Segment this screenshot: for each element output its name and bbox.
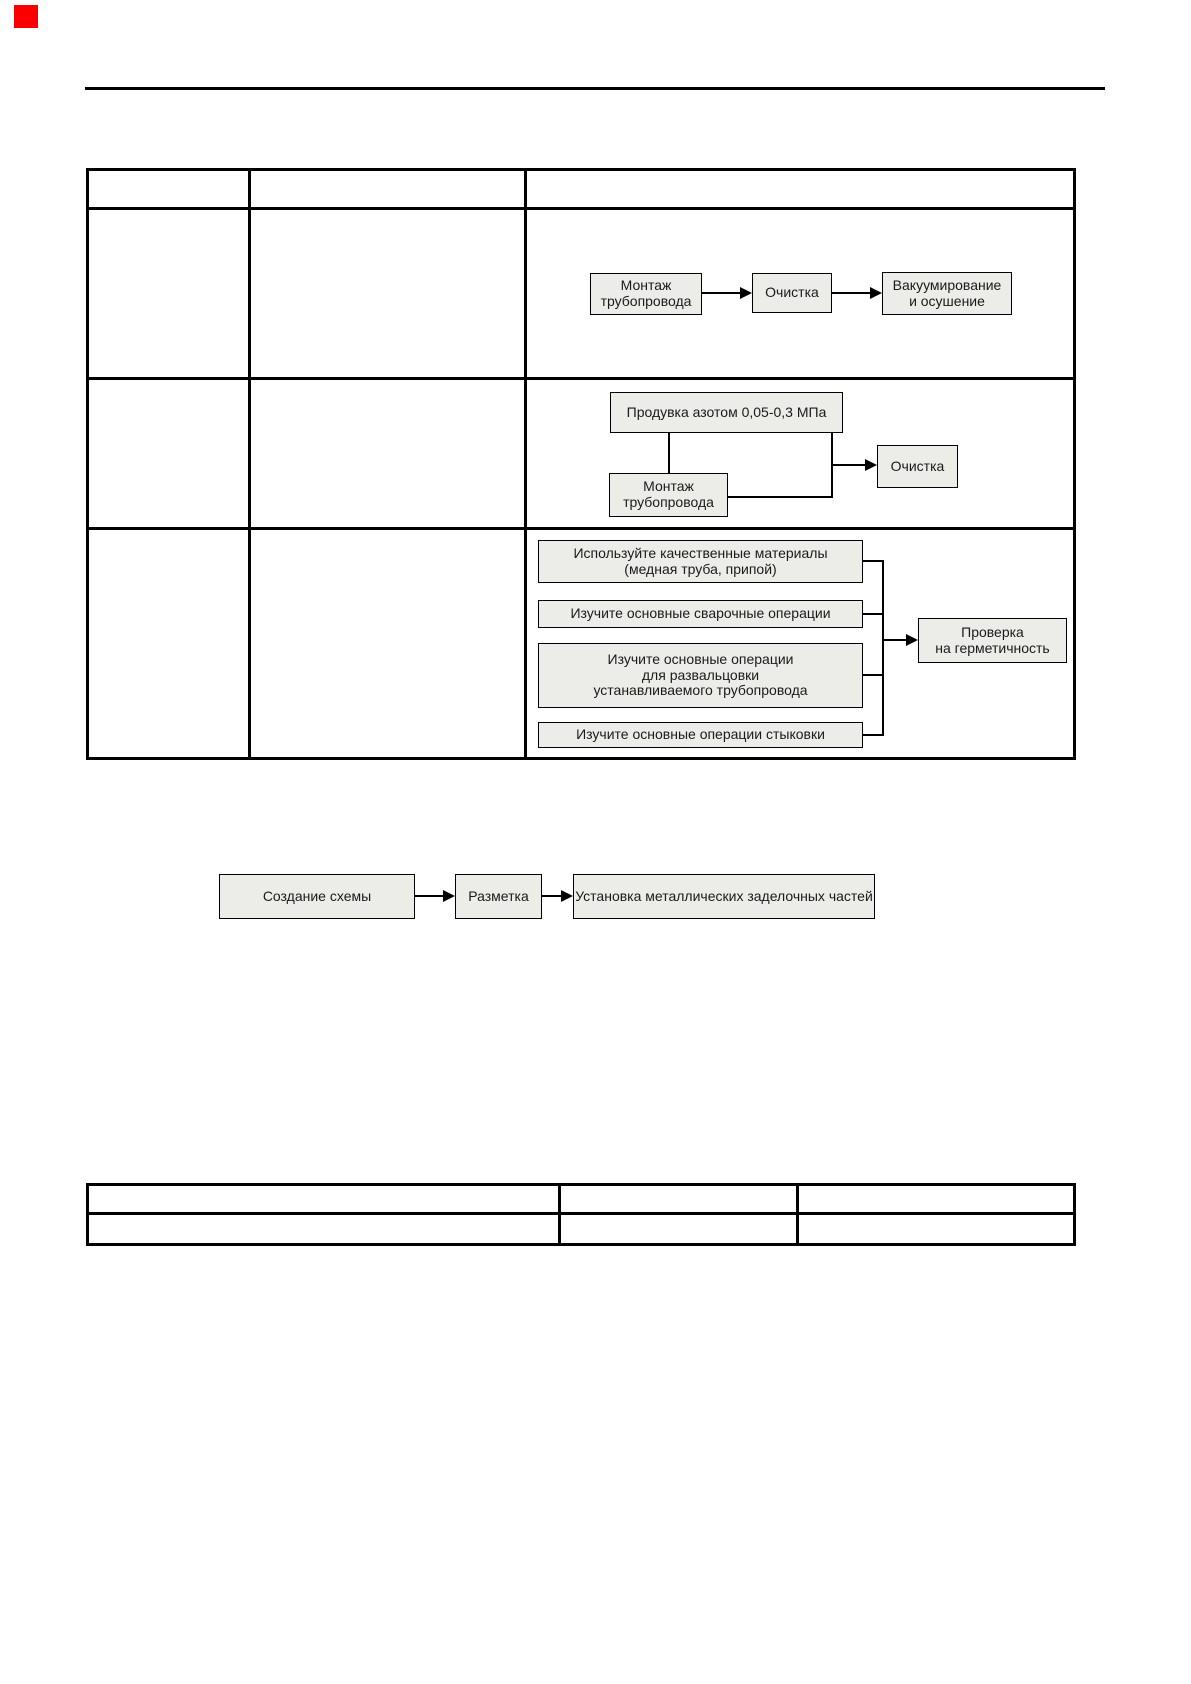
- arrow-right-icon: [870, 287, 882, 299]
- connector-line: [728, 496, 832, 498]
- table2-border-left: [86, 1183, 89, 1246]
- flow-step-joining-operations: Изучите основные операции стыковки: [538, 722, 863, 748]
- flow-step-install-embedded-parts: Установка металлических заделочных часте…: [573, 874, 875, 919]
- table2-row-divider: [86, 1212, 1076, 1215]
- connector-line: [863, 560, 883, 562]
- table-border-bottom: [86, 757, 1076, 760]
- table-row-divider: [86, 377, 1076, 380]
- flow-step-leak-test: Проверка на герметичность: [918, 618, 1067, 663]
- table2-column-divider: [558, 1183, 561, 1246]
- connector-line: [863, 674, 883, 676]
- arrow-right-icon: [443, 890, 455, 902]
- flow-step-marking: Разметка: [455, 874, 542, 919]
- table-border-top: [86, 168, 1076, 171]
- table2-border-top: [86, 1183, 1076, 1186]
- red-corner-marker: [14, 5, 38, 28]
- header-rule: [85, 87, 1105, 90]
- connector-line: [832, 464, 866, 466]
- flow-step-cleaning: Очистка: [877, 445, 958, 488]
- flow-step-vacuum-drying: Вакуумирование и осушение: [882, 272, 1012, 315]
- connector-line: [702, 292, 740, 294]
- connector-line: [832, 292, 870, 294]
- connector-line: [882, 560, 884, 736]
- arrow-right-icon: [561, 890, 573, 902]
- flow-step-pipe-mounting: Монтаж трубопровода: [590, 273, 702, 315]
- flow-step-create-scheme: Создание схемы: [219, 874, 415, 919]
- flow-step-pipe-mounting: Монтаж трубопровода: [609, 473, 728, 517]
- connector-line: [884, 639, 907, 641]
- connector-line: [415, 895, 444, 897]
- table-column-divider: [524, 168, 527, 760]
- table2-column-divider: [796, 1183, 799, 1246]
- table-column-divider: [248, 168, 251, 760]
- flow-step-quality-materials: Используйте качественные материалы (медн…: [538, 540, 863, 583]
- connector-line: [542, 895, 562, 897]
- table-border-left: [86, 168, 89, 760]
- flow-step-flaring-operations: Изучите основные операции для развальцов…: [538, 643, 863, 708]
- connector-line: [668, 433, 670, 474]
- table-row-divider: [86, 527, 1076, 530]
- table2-border-right: [1073, 1183, 1076, 1246]
- connector-line: [863, 734, 883, 736]
- arrow-right-icon: [906, 634, 918, 646]
- connector-line: [863, 613, 883, 615]
- table-header-divider: [86, 207, 1076, 210]
- arrow-right-icon: [865, 459, 877, 471]
- table2-border-bottom: [86, 1243, 1076, 1246]
- flow-step-cleaning: Очистка: [752, 273, 832, 313]
- flow-step-welding-operations: Изучите основные сварочные операции: [538, 600, 863, 628]
- table-border-right: [1073, 168, 1076, 760]
- arrow-right-icon: [740, 287, 752, 299]
- flow-step-nitrogen-purge: Продувка азотом 0,05-0,3 МПа: [610, 392, 843, 433]
